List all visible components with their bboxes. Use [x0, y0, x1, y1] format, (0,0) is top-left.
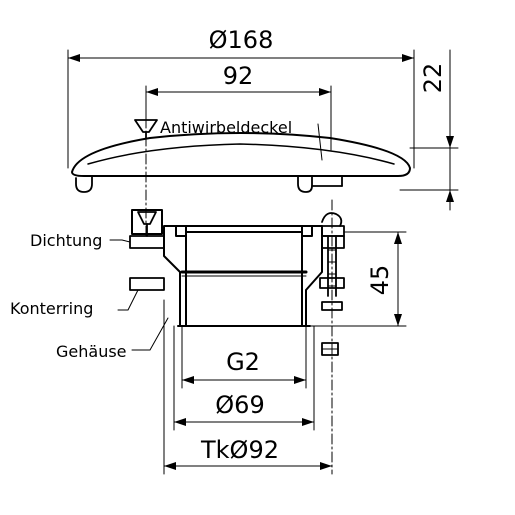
- label-lid-height: 22: [419, 63, 447, 94]
- label-thread: G2: [226, 348, 260, 376]
- label-lid: Antiwirbeldeckel: [160, 118, 292, 137]
- label-seal: Dichtung: [30, 231, 102, 250]
- dimension-thread: G2: [181, 325, 307, 389]
- lid-leader: [317, 123, 323, 161]
- dimension-bolt-circle: TkØ92: [163, 299, 333, 475]
- label-inner-width: 92: [223, 62, 254, 90]
- housing-leader: [131, 317, 169, 351]
- lock-ring-leader: [117, 289, 139, 311]
- dimension-bore-diameter: Ø69: [173, 325, 315, 431]
- dimension-inner-width: 92: [145, 62, 332, 151]
- right-bolt: [319, 212, 345, 356]
- label-lid-diameter: Ø168: [209, 26, 274, 54]
- seal: [129, 235, 165, 249]
- lock-ring: [129, 277, 165, 291]
- left-fixing-block: [131, 209, 163, 237]
- anti-vortex-lid: [71, 132, 411, 193]
- dimension-lid-height: 22: [399, 49, 459, 211]
- label-housing-height: 45: [366, 265, 394, 296]
- label-bolt-circle: TkØ92: [200, 436, 279, 464]
- label-housing: Gehäuse: [56, 342, 127, 361]
- dimension-lid-diameter: Ø168: [67, 26, 415, 169]
- seal-right: [321, 235, 345, 249]
- seal-leader: [109, 239, 131, 243]
- dimension-housing-height: 45: [305, 231, 407, 327]
- label-bore-diameter: Ø69: [215, 391, 264, 419]
- label-lock-ring: Konterring: [10, 299, 93, 318]
- housing: [163, 225, 323, 327]
